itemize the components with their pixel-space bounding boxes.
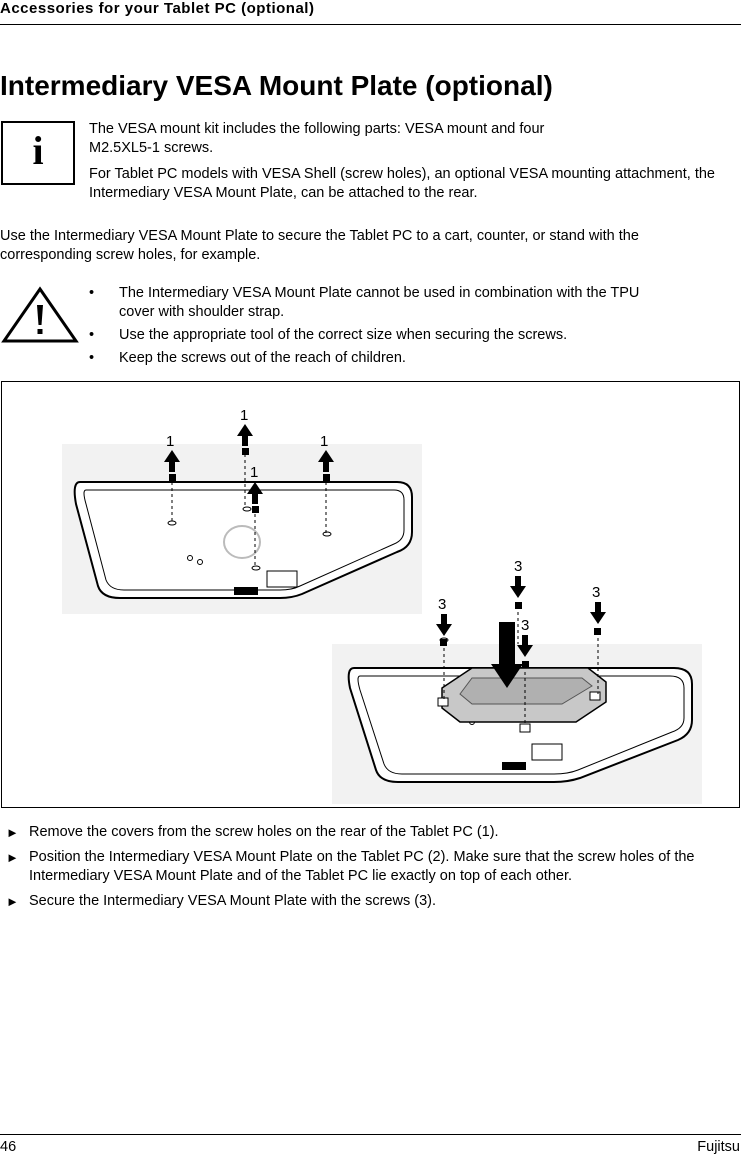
step-arrow-icon: ► — [6, 850, 19, 865]
warning-icon — [1, 286, 79, 343]
warning-item-text: Keep the screws out of the reach of chil… — [119, 350, 406, 366]
callout-secure: 3 — [592, 584, 600, 601]
step-arrow-icon: ► — [6, 825, 19, 840]
instruction-step: ► Remove the covers from the screw holes … — [6, 823, 741, 842]
bullet: • — [89, 285, 95, 301]
bullet: • — [89, 327, 95, 343]
callout-secure: 3 — [438, 596, 446, 613]
warning-list: • The Intermediary VESA Mount Plate canno… — [89, 284, 729, 372]
header-divider — [0, 24, 741, 25]
footer-brand: Fujitsu — [697, 1139, 740, 1155]
place-plate-arrow — [491, 622, 523, 688]
info-paragraph-parts: The VESA mount kit includes the followin… — [89, 121, 545, 156]
callout-remove: 1 — [250, 464, 258, 481]
step-text: Remove the covers from the screw holes o… — [29, 824, 499, 840]
bullet: • — [89, 350, 95, 366]
usage-paragraph: Use the Intermediary VESA Mount Plate to… — [0, 228, 639, 263]
assembly-illustration: 1 1 1 1 — [1, 381, 740, 808]
step-text: Secure the Intermediary VESA Mount Plate… — [29, 893, 436, 909]
callout-remove: 1 — [240, 407, 248, 424]
instruction-step: ► Position the Intermediary VESA Mount Pl… — [6, 848, 741, 886]
warning-item-text: Use the appropriate tool of the correct … — [119, 327, 568, 343]
warning-item-text: The Intermediary VESA Mount Plate cannot… — [119, 285, 640, 320]
callout-secure: 3 — [521, 617, 529, 634]
section-title: Intermediary VESA Mount Plate (optional) — [0, 70, 553, 101]
tablet-with-mount-plate — [347, 637, 693, 783]
page-number: 46 — [0, 1139, 17, 1155]
step-text: Position the Intermediary VESA Mount Pla… — [29, 849, 695, 884]
warning-item: • The Intermediary VESA Mount Plate canno… — [89, 284, 649, 322]
remove-arrows — [164, 424, 334, 504]
info-glyph: i — [32, 128, 44, 173]
callout-plate: 2 — [502, 621, 510, 638]
warning-item: • Use the appropriate tool of the correct… — [89, 326, 729, 345]
secure-arrows — [436, 576, 606, 657]
warning-item: • Keep the screws out of the reach of chi… — [89, 349, 729, 368]
tablet-rear-view — [73, 481, 413, 599]
alignment-guides — [171, 454, 327, 567]
mount-screws — [440, 602, 601, 668]
alignment-guides — [443, 612, 599, 726]
assembly-diagram: 1 1 1 1 — [62, 407, 702, 804]
info-icon: i — [1, 121, 75, 185]
screw-covers — [169, 448, 330, 513]
step-arrow-icon: ► — [6, 894, 19, 909]
info-paragraph-models: For Tablet PC models with VESA Shell (sc… — [89, 166, 715, 201]
callout-remove: 1 — [320, 433, 328, 450]
instruction-step: ► Secure the Intermediary VESA Mount Plat… — [6, 892, 741, 911]
instruction-steps: ► Remove the covers from the screw holes … — [6, 823, 741, 917]
callout-remove: 1 — [166, 433, 174, 450]
callout-secure: 3 — [514, 558, 522, 575]
running-header: Accessories for your Tablet PC (optional… — [0, 0, 315, 17]
footer-divider — [0, 1134, 741, 1135]
